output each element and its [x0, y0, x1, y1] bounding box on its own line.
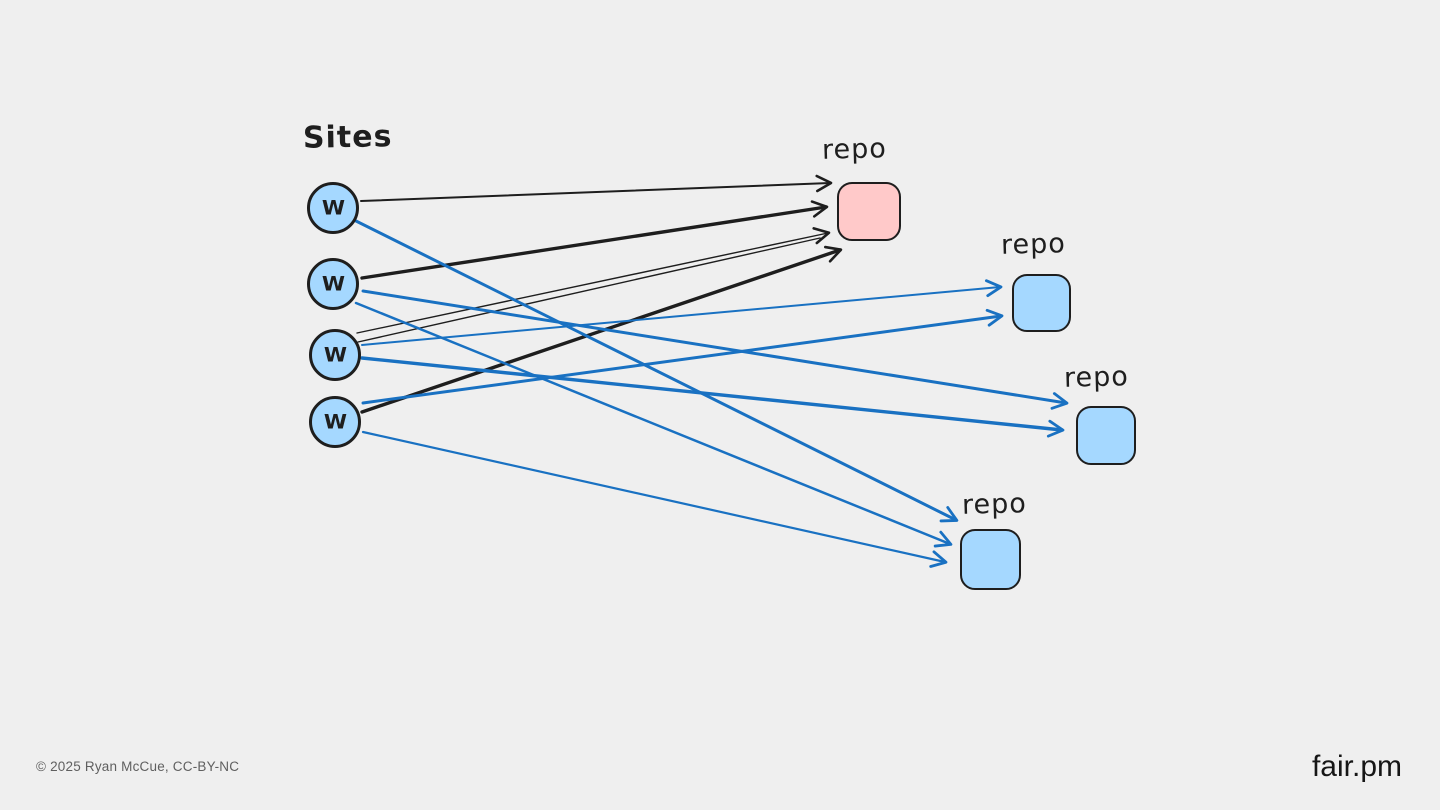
- copyright-text: © 2025 Ryan McCue, CC-BY-NC: [36, 759, 240, 774]
- site-node-site-4: W: [309, 396, 361, 448]
- site-node-site-3: W: [309, 329, 361, 381]
- edge-site-4-to-repo-3: [361, 430, 948, 568]
- repo-label-repo-3: repo: [961, 488, 1028, 521]
- repo-label-repo-pink: repo: [821, 133, 888, 166]
- site-node-site-1: W: [307, 182, 359, 234]
- edge-site-4-to-repo-pink: [360, 245, 843, 414]
- edge-site-3-to-repo-2: [360, 356, 1065, 438]
- edge-site-4-to-repo-1: [361, 308, 1004, 405]
- site-label: W: [323, 410, 347, 433]
- repo-label-repo-2: repo: [1063, 361, 1130, 394]
- brand-text: fair.pm: [1311, 750, 1402, 783]
- repo-node-repo-2: [1076, 406, 1136, 465]
- repo-node-repo-pink: [837, 182, 901, 241]
- edge-site-3-to-repo-1: [361, 279, 1003, 346]
- edge-site-1-to-repo-3: [354, 219, 959, 523]
- sites-heading: Sites: [302, 119, 393, 156]
- site-node-site-2: W: [307, 258, 359, 310]
- edge-site-2-to-repo-3: [354, 301, 953, 548]
- edge-site-2-to-repo-2: [361, 289, 1069, 410]
- edge-site-2-to-repo-pink: [360, 200, 829, 280]
- site-label: W: [321, 272, 345, 295]
- edge-site-1-to-repo-pink: [360, 174, 833, 202]
- edge-site-3-to-repo-pink: [357, 237, 821, 343]
- edge-site-3-to-repo-pink: [356, 227, 831, 334]
- repo-label-repo-1: repo: [1000, 228, 1067, 261]
- repo-node-repo-1: [1012, 274, 1071, 332]
- site-label: W: [321, 196, 345, 219]
- site-label: W: [323, 343, 347, 366]
- repo-node-repo-3: [960, 529, 1021, 590]
